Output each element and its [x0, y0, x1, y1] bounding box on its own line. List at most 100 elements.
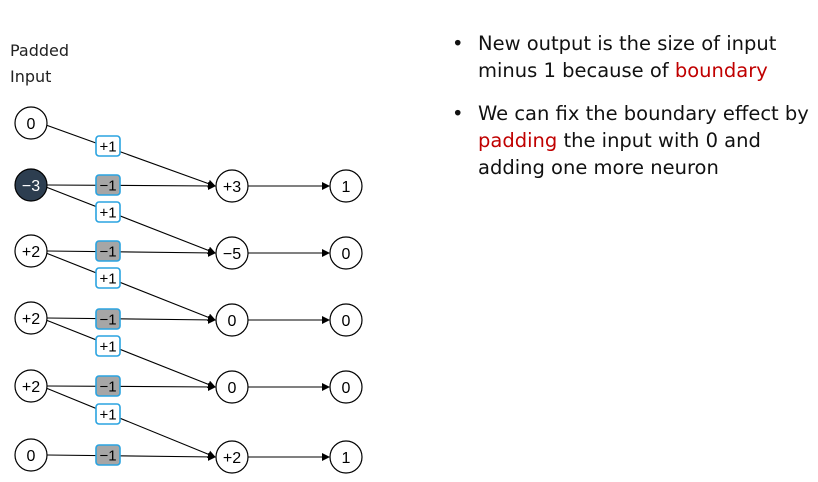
- node-circle: [14, 234, 48, 268]
- weight-box-frame: [95, 240, 121, 262]
- edge-line: [46, 452, 216, 461]
- node-value: 0: [342, 313, 351, 330]
- node-circle: [329, 169, 363, 203]
- edge-line: [46, 181, 216, 190]
- weight-label: −1: [99, 312, 116, 329]
- node-circle: [215, 303, 249, 337]
- edge-line: [45, 252, 216, 322]
- edge-line: [45, 186, 216, 255]
- node-value: 1: [342, 179, 351, 196]
- weight-minus-one-box: −1: [95, 240, 121, 262]
- node-value: 0: [27, 116, 36, 133]
- weight-box-frame: [95, 174, 121, 196]
- weight-label: −1: [99, 379, 116, 396]
- weight-label: −1: [99, 448, 116, 465]
- node-circle: [215, 236, 249, 270]
- weight-plus-one-box: +1: [95, 201, 121, 223]
- weight-plus-one-box: +1: [95, 335, 121, 357]
- node-circle: [329, 236, 363, 270]
- input-node: 0: [14, 438, 48, 472]
- output-node: 0: [329, 303, 363, 337]
- bullet-item: •New output is the size of input minus 1…: [452, 30, 814, 84]
- bullet-text: We can fix the boundary effect by: [478, 102, 809, 125]
- node-value: +2: [223, 450, 241, 467]
- edge-line: [45, 319, 216, 389]
- output-node: 1: [329, 169, 363, 203]
- weight-minus-one-box: −1: [95, 308, 121, 330]
- output-node: 0: [329, 370, 363, 404]
- weight-label: −1: [99, 178, 116, 195]
- node-value: +3: [223, 179, 241, 196]
- weight-label: +1: [99, 139, 116, 156]
- bullet-dot-icon: •: [452, 102, 464, 125]
- node-value: +2: [22, 379, 40, 396]
- node-circle: [329, 303, 363, 337]
- edge-line: [46, 248, 216, 257]
- bullet-text: the input with 0 and adding one more neu…: [478, 129, 761, 179]
- node-value: −5: [223, 246, 241, 263]
- weight-plus-one-box: +1: [95, 267, 121, 289]
- bullet-list: •New output is the size of input minus 1…: [452, 30, 814, 197]
- weight-label: +1: [99, 205, 116, 222]
- weight-box-frame: [95, 135, 121, 157]
- node-circle: [329, 440, 363, 474]
- node-value: 0: [342, 246, 351, 263]
- input-node: +2: [14, 301, 48, 335]
- node-value: +2: [22, 311, 40, 328]
- weight-minus-one-box: −1: [95, 444, 121, 466]
- node-circle: [14, 301, 48, 335]
- input-node: 0: [14, 106, 48, 140]
- weight-box-frame: [95, 308, 121, 330]
- weight-label: −1: [99, 244, 116, 261]
- caption-line-2: Input: [10, 67, 52, 86]
- hidden-node: 0: [215, 370, 249, 404]
- weight-minus-one-box: −1: [95, 375, 121, 397]
- node-circle: [215, 370, 249, 404]
- hidden-node: +2: [215, 440, 249, 474]
- node-circle: [215, 169, 249, 203]
- highlighted-text: boundary: [674, 59, 768, 82]
- weight-box-frame: [95, 267, 121, 289]
- weight-box-frame: [95, 335, 121, 357]
- edge-line: [45, 387, 216, 459]
- node-value: 0: [228, 380, 237, 397]
- weight-minus-one-box: −1: [95, 174, 121, 196]
- hidden-node: −5: [215, 236, 249, 270]
- node-value: 0: [342, 380, 351, 397]
- node-circle: [329, 370, 363, 404]
- bullet-dot-icon: •: [452, 32, 464, 55]
- hidden-node: +3: [215, 169, 249, 203]
- edge-line: [45, 124, 216, 188]
- node-circle: [14, 438, 48, 472]
- network-diagram: +1 +1 +1 +1 +1 −1 −1 −1 −1 −1 0 −3 +2 +2 +2 0 +3 −5 0 0 +2 1 0…: [14, 106, 363, 474]
- hidden-node: 0: [215, 303, 249, 337]
- weight-box-frame: [95, 375, 121, 397]
- node-value: 1: [342, 450, 351, 467]
- highlighted-text: padding: [478, 129, 558, 152]
- weight-box-frame: [95, 444, 121, 466]
- diagram-caption: Padded Input: [10, 38, 69, 90]
- input-node: +2: [14, 234, 48, 268]
- weight-plus-one-box: +1: [95, 135, 121, 157]
- caption-line-1: Padded: [10, 41, 70, 60]
- output-node: 0: [329, 236, 363, 270]
- weight-label: +1: [99, 271, 116, 288]
- node-value: 0: [228, 313, 237, 330]
- input-node: +2: [14, 369, 48, 403]
- node-value: 0: [27, 448, 36, 465]
- node-circle: [215, 440, 249, 474]
- weight-box-frame: [95, 403, 121, 425]
- weight-label: +1: [99, 407, 116, 424]
- edge-line: [46, 315, 216, 324]
- edge-line: [46, 382, 216, 391]
- node-circle: [14, 168, 48, 202]
- output-node: 1: [329, 440, 363, 474]
- node-circle: [14, 369, 48, 403]
- weight-plus-one-box: +1: [95, 403, 121, 425]
- input-node: −3: [14, 168, 48, 202]
- weight-box-frame: [95, 201, 121, 223]
- node-value: −3: [22, 178, 40, 195]
- weight-label: +1: [99, 339, 116, 356]
- bullet-item: • We can fix the boundary effect by paddi…: [452, 100, 814, 181]
- node-value: +2: [22, 244, 40, 261]
